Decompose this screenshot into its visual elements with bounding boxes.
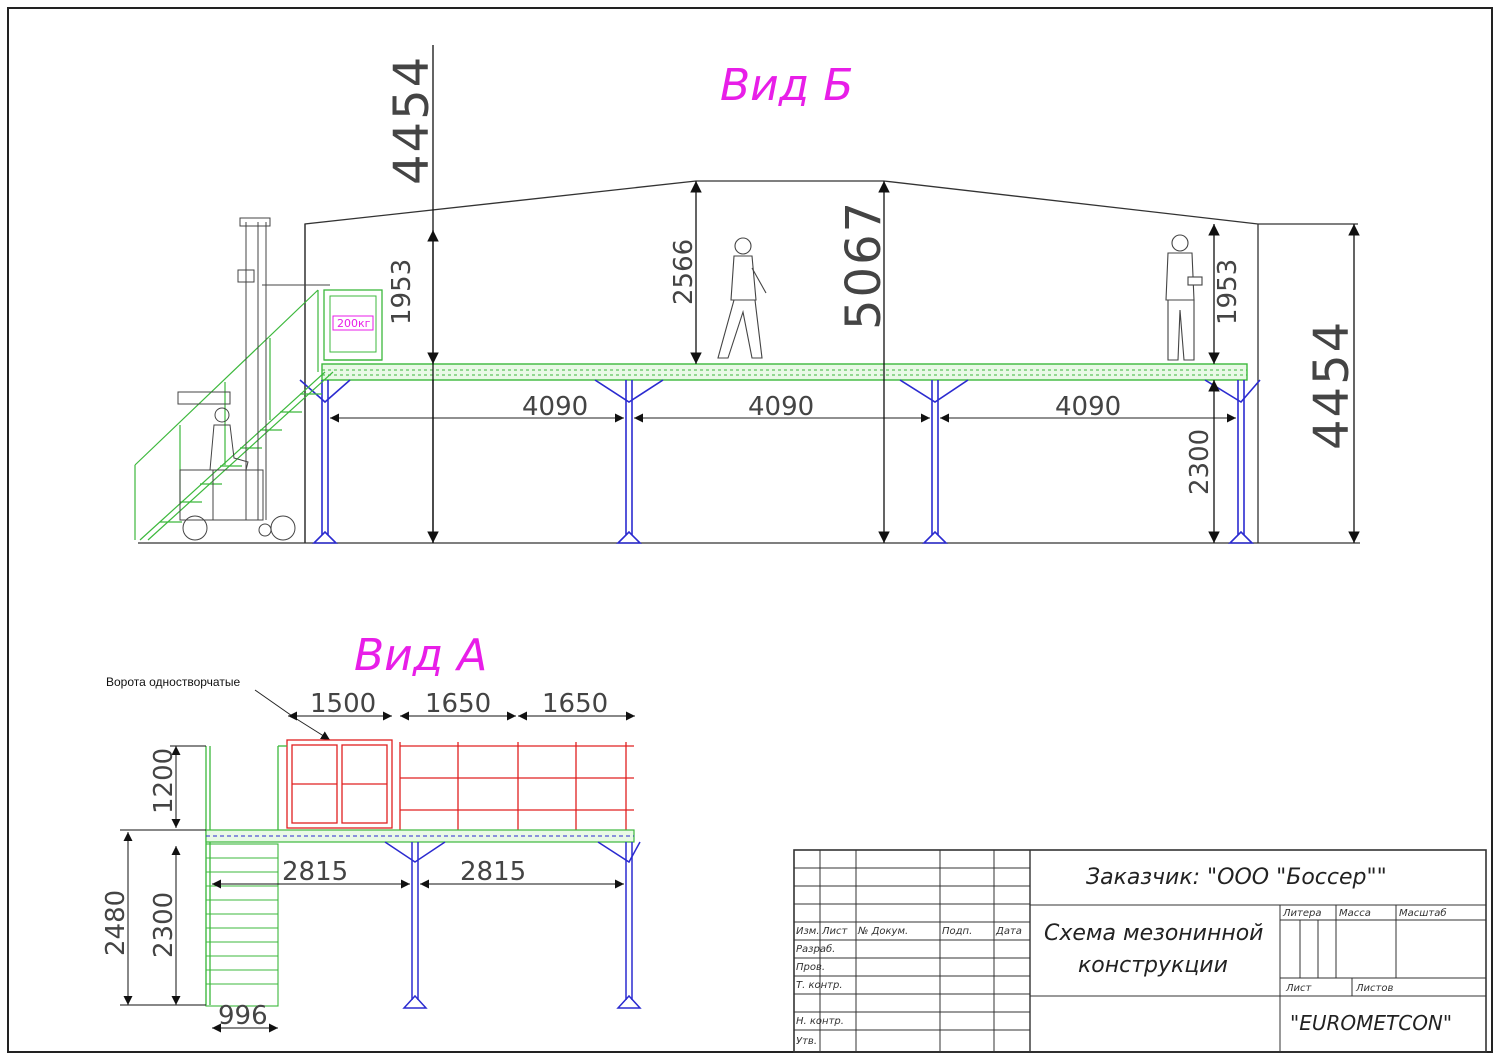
sheet-frame (7, 7, 1493, 1053)
view-b-title: Вид Б (720, 60, 853, 111)
rail-dim-1: 1500 (310, 689, 376, 719)
view-a-title: Вид А (354, 630, 487, 681)
span-dim-1: 4090 (522, 392, 588, 422)
under-deck-a-dim: 2300 (149, 892, 179, 958)
row-tkontr: Т. контр. (796, 980, 843, 991)
customer-label: Заказчик: "ООО "Боссер"" (1086, 865, 1387, 890)
stair (134, 289, 334, 541)
span-a-dim-1: 2815 (282, 857, 348, 887)
stair-treads (205, 843, 279, 1007)
ridge-height: 5067 (836, 200, 892, 330)
col-sign: Подп. (942, 926, 972, 937)
listov-label: Листов (1355, 983, 1393, 994)
span-dim-3: 4090 (1055, 392, 1121, 422)
base-plate (312, 530, 338, 544)
forklift (177, 217, 330, 541)
rail-height-dim: 1200 (149, 748, 179, 814)
drawing-name-line1: Схема мезонинной (1044, 921, 1263, 946)
pallet-box: 200кг (323, 289, 383, 361)
col-izm: Изм. (796, 926, 820, 937)
rail-dim-2: 1650 (425, 689, 491, 719)
person-standing (1165, 234, 1203, 361)
list-label: Лист (1285, 983, 1313, 994)
row-utv: Утв. (796, 1036, 817, 1047)
total-height-right: 4454 (1304, 320, 1360, 450)
gate-note: Ворота одностворчатые (106, 675, 240, 689)
col-list: Лист (821, 926, 849, 937)
view-a: Вид А Ворота одностворчатые 1500 1650 16… (101, 630, 642, 1033)
stair-width-dim: 996 (218, 1001, 268, 1031)
rail-dim-3: 1650 (542, 689, 608, 719)
brace (1204, 379, 1261, 404)
vertical-dims (427, 45, 1360, 543)
view-b: Вид Б (134, 45, 1360, 544)
upper-clearance-right: 1953 (1213, 259, 1243, 325)
col-date: Дата (995, 926, 1022, 937)
mezzanine-deck (321, 363, 1248, 381)
masshtab-label: Масштаб (1399, 907, 1447, 919)
drawing-name-line2: конструкции (1078, 953, 1228, 978)
span-dim-2: 4090 (748, 392, 814, 422)
base-plate (1228, 530, 1254, 544)
brace (299, 379, 351, 404)
gate (286, 739, 393, 829)
col-doc: № Докум. (857, 926, 908, 937)
gate-leader (254, 689, 296, 719)
upper-clearance-left: 1953 (387, 259, 417, 325)
row-razrab: Разраб. (796, 943, 835, 955)
massa-label: Масса (1339, 908, 1371, 919)
brace (899, 379, 969, 403)
company-name: "EUROMETCON" (1290, 1011, 1452, 1035)
title-block (793, 849, 1487, 1053)
row-prov: Пров. (796, 962, 825, 973)
vertical-dims-a (120, 745, 206, 1006)
columns-a (384, 841, 642, 1009)
under-deck-height: 2300 (1185, 429, 1215, 495)
total-height-a-dim: 2480 (101, 890, 131, 956)
span-a-dim-2: 2815 (460, 857, 526, 887)
span-dims-a (212, 879, 624, 1033)
stair-rail (205, 745, 287, 1005)
total-height-left: 4454 (384, 55, 440, 185)
pallet-weight-label: 200кг (337, 317, 371, 330)
handrails (399, 742, 634, 830)
brace (594, 379, 664, 403)
litera-label: Литера (1282, 908, 1321, 919)
upper-clearance-mid: 2566 (669, 239, 699, 305)
base-plate (616, 530, 642, 544)
person-walking (717, 237, 767, 359)
base-plate (922, 530, 948, 544)
row-nkontr: Н. контр. (796, 1016, 844, 1027)
